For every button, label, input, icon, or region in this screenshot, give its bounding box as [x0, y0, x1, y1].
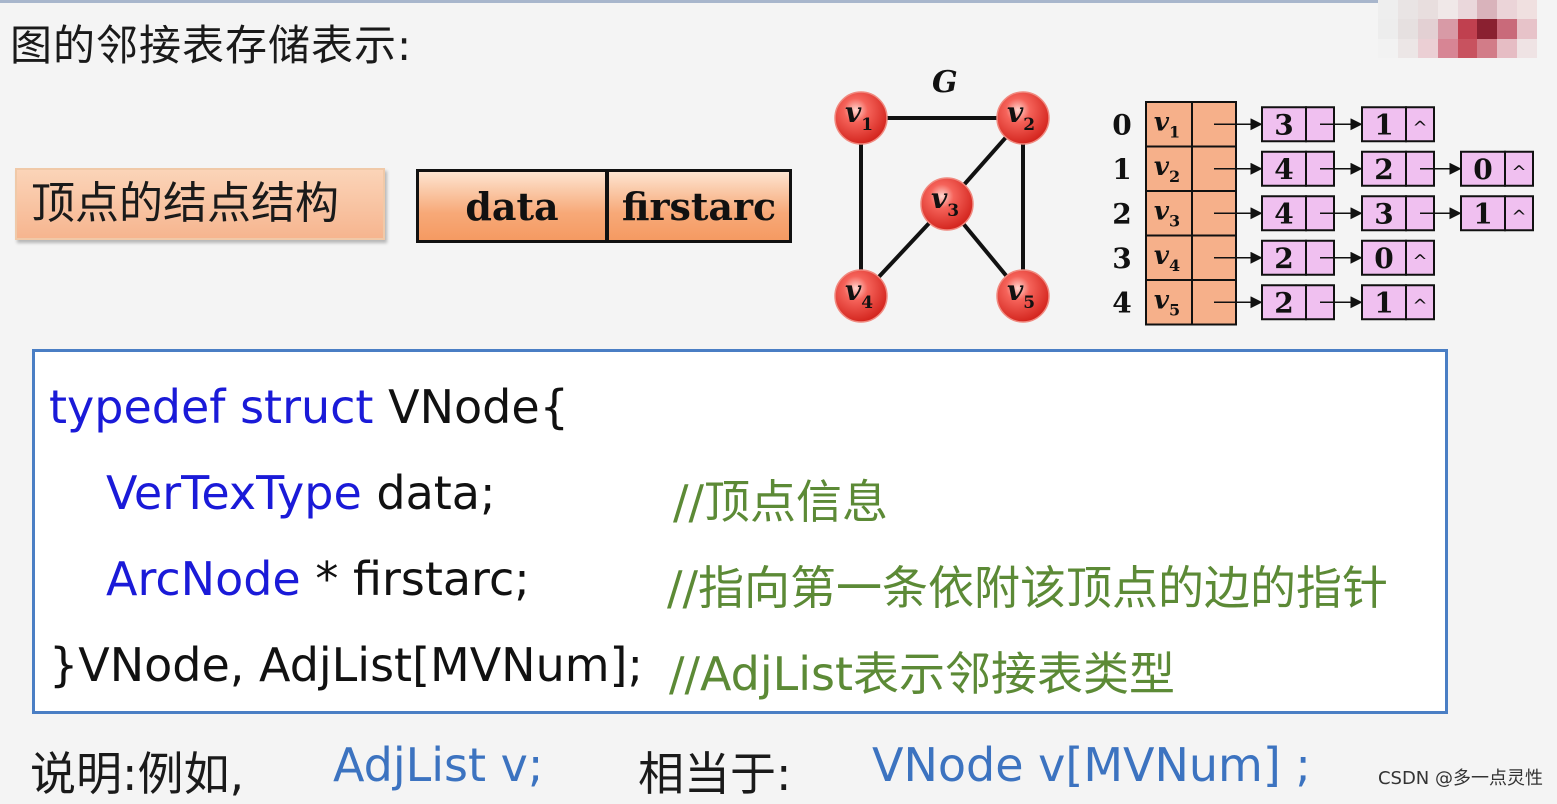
graph-vertex-label-v3: v3	[931, 182, 959, 221]
arc-node-value: 1	[1473, 197, 1492, 230]
arc-node-value: 3	[1274, 108, 1293, 141]
watermark: CSDN @多一点灵性	[1377, 768, 1543, 789]
arc-node-value-cell	[1261, 239, 1307, 276]
adjacency-row: 1 v2 4 2 0 ^	[1112, 145, 1534, 192]
adjacency-row: 3 v4 2 0 ^	[1112, 234, 1435, 281]
struct-field-firstarc: firstarc	[609, 172, 789, 240]
code-comment-2: //顶点信息	[673, 475, 888, 529]
arc-node-next-cell	[1405, 239, 1435, 276]
arc-node-value: 2	[1374, 153, 1393, 186]
code-line-3: ArcNode * firstarc;	[106, 552, 530, 606]
arc-node-next-cell	[1504, 150, 1534, 187]
code-field-data: data;	[361, 466, 496, 520]
adjacency-row: 0 v1 3 1 ^	[1112, 101, 1435, 148]
adjacency-index: 2	[1112, 197, 1131, 230]
arc-node-value: 1	[1374, 286, 1393, 319]
code-struct-name: VNode{	[373, 380, 569, 434]
code-comment-4: //AdjList表示邻接表类型	[669, 647, 1176, 701]
adjacency-vertex-label: v1	[1154, 107, 1180, 141]
vertex-node-structure: data firstarc	[416, 169, 792, 243]
code-type-vertextype: VerTexType	[106, 466, 362, 520]
arc-node-value-cell	[1460, 150, 1506, 187]
null-pointer-symbol: ^	[1511, 162, 1526, 183]
null-pointer-symbol: ^	[1412, 295, 1427, 316]
page-title: 图的邻接表存储表示:	[10, 21, 413, 70]
arc-node-next-cell	[1405, 106, 1435, 143]
code-line-2: VerTexType data;	[106, 466, 496, 520]
graph-vertex-label-v2: v2	[1007, 96, 1035, 135]
code-line-4: }VNode, AdjList[MVNum];	[49, 638, 644, 692]
graph-vertex-label-v1: v1	[845, 96, 873, 135]
arc-node-value-cell	[1261, 150, 1307, 187]
adjacency-index: 0	[1112, 108, 1131, 141]
graph-vertex-v4	[834, 269, 888, 323]
arc-node-value-cell	[1361, 106, 1407, 143]
adjacency-vertex-label: v3	[1154, 196, 1180, 230]
null-pointer-symbol: ^	[1412, 251, 1427, 272]
arc-node-value: 4	[1274, 153, 1293, 186]
note-equiv-label: 相当于:	[638, 747, 792, 801]
adjacency-list-diagram: 0 v1 3 1 ^ 1 v2 4 2 0 ^ 2 v3 4 3 1 ^ 3 v4 2 0 ^ 4 v5 2 1 ^	[1112, 101, 1534, 326]
adjacency-row: 2 v3 4 3 1 ^	[1112, 190, 1534, 237]
arc-node-value-cell	[1261, 284, 1307, 321]
arc-node-value: 0	[1374, 242, 1393, 275]
code-keyword-typedef-struct: typedef struct	[49, 380, 374, 434]
graph-vertex-v3	[920, 177, 974, 231]
null-pointer-symbol: ^	[1412, 117, 1427, 138]
adjacency-index: 1	[1112, 153, 1131, 186]
note-example-code: AdjList v;	[333, 738, 544, 792]
arc-node-value: 2	[1274, 286, 1293, 319]
adjacency-vertex-label: v4	[1154, 241, 1180, 275]
adjacency-vertex-label: v5	[1154, 285, 1180, 319]
arc-node-next-cell	[1405, 284, 1435, 321]
arc-node-value-cell	[1460, 195, 1506, 232]
adjacency-row: 4 v5 2 1 ^	[1112, 279, 1435, 326]
graph-name: G	[932, 65, 958, 100]
adjacency-index: 3	[1112, 242, 1131, 275]
graph-vertex-label-v4: v4	[845, 274, 873, 313]
top-border	[0, 0, 1557, 3]
code-block: typedef struct VNode{ VerTexType data; /…	[32, 349, 1448, 714]
arc-node-value: 1	[1374, 108, 1393, 141]
arc-node-value: 4	[1274, 197, 1293, 230]
graph-vertex-v5	[996, 269, 1050, 323]
arc-node-value-cell	[1361, 284, 1407, 321]
arc-node-value-cell	[1361, 150, 1407, 187]
arc-node-value: 3	[1374, 197, 1393, 230]
struct-field-data: data	[419, 172, 609, 240]
code-type-arcnode: ArcNode	[106, 552, 301, 606]
node-structure-label: 顶点的结点结构	[15, 168, 385, 240]
mosaic-blur	[1378, 0, 1557, 58]
adjacency-vertex-cell	[1145, 145, 1193, 192]
adjacency-index: 4	[1112, 286, 1131, 319]
code-field-firstarc: * firstarc;	[300, 552, 530, 606]
adjacency-vertex-label: v2	[1154, 152, 1180, 186]
graph-vertex-v1	[834, 91, 888, 145]
adjacency-vertex-cell	[1145, 279, 1193, 326]
arc-node-value: 2	[1274, 242, 1293, 275]
note-label: 说明:例如,	[30, 747, 245, 801]
code-line-1: typedef struct VNode{	[49, 380, 569, 434]
arc-node-value: 0	[1473, 153, 1492, 186]
arc-node-value-cell	[1361, 239, 1407, 276]
adjacency-vertex-cell	[1145, 190, 1193, 237]
graph-vertex-label-v5: v5	[1007, 274, 1035, 313]
graph-diagram: G v1 v2 v3 v4 v5	[834, 65, 1050, 323]
null-pointer-symbol: ^	[1511, 206, 1526, 227]
arc-node-next-cell	[1504, 195, 1534, 232]
code-comment-3: //指向第一条依附该顶点的边的指针	[667, 561, 1388, 615]
graph-vertex-v2	[996, 91, 1050, 145]
note-equiv-code: VNode v[MVNum] ;	[872, 738, 1311, 792]
